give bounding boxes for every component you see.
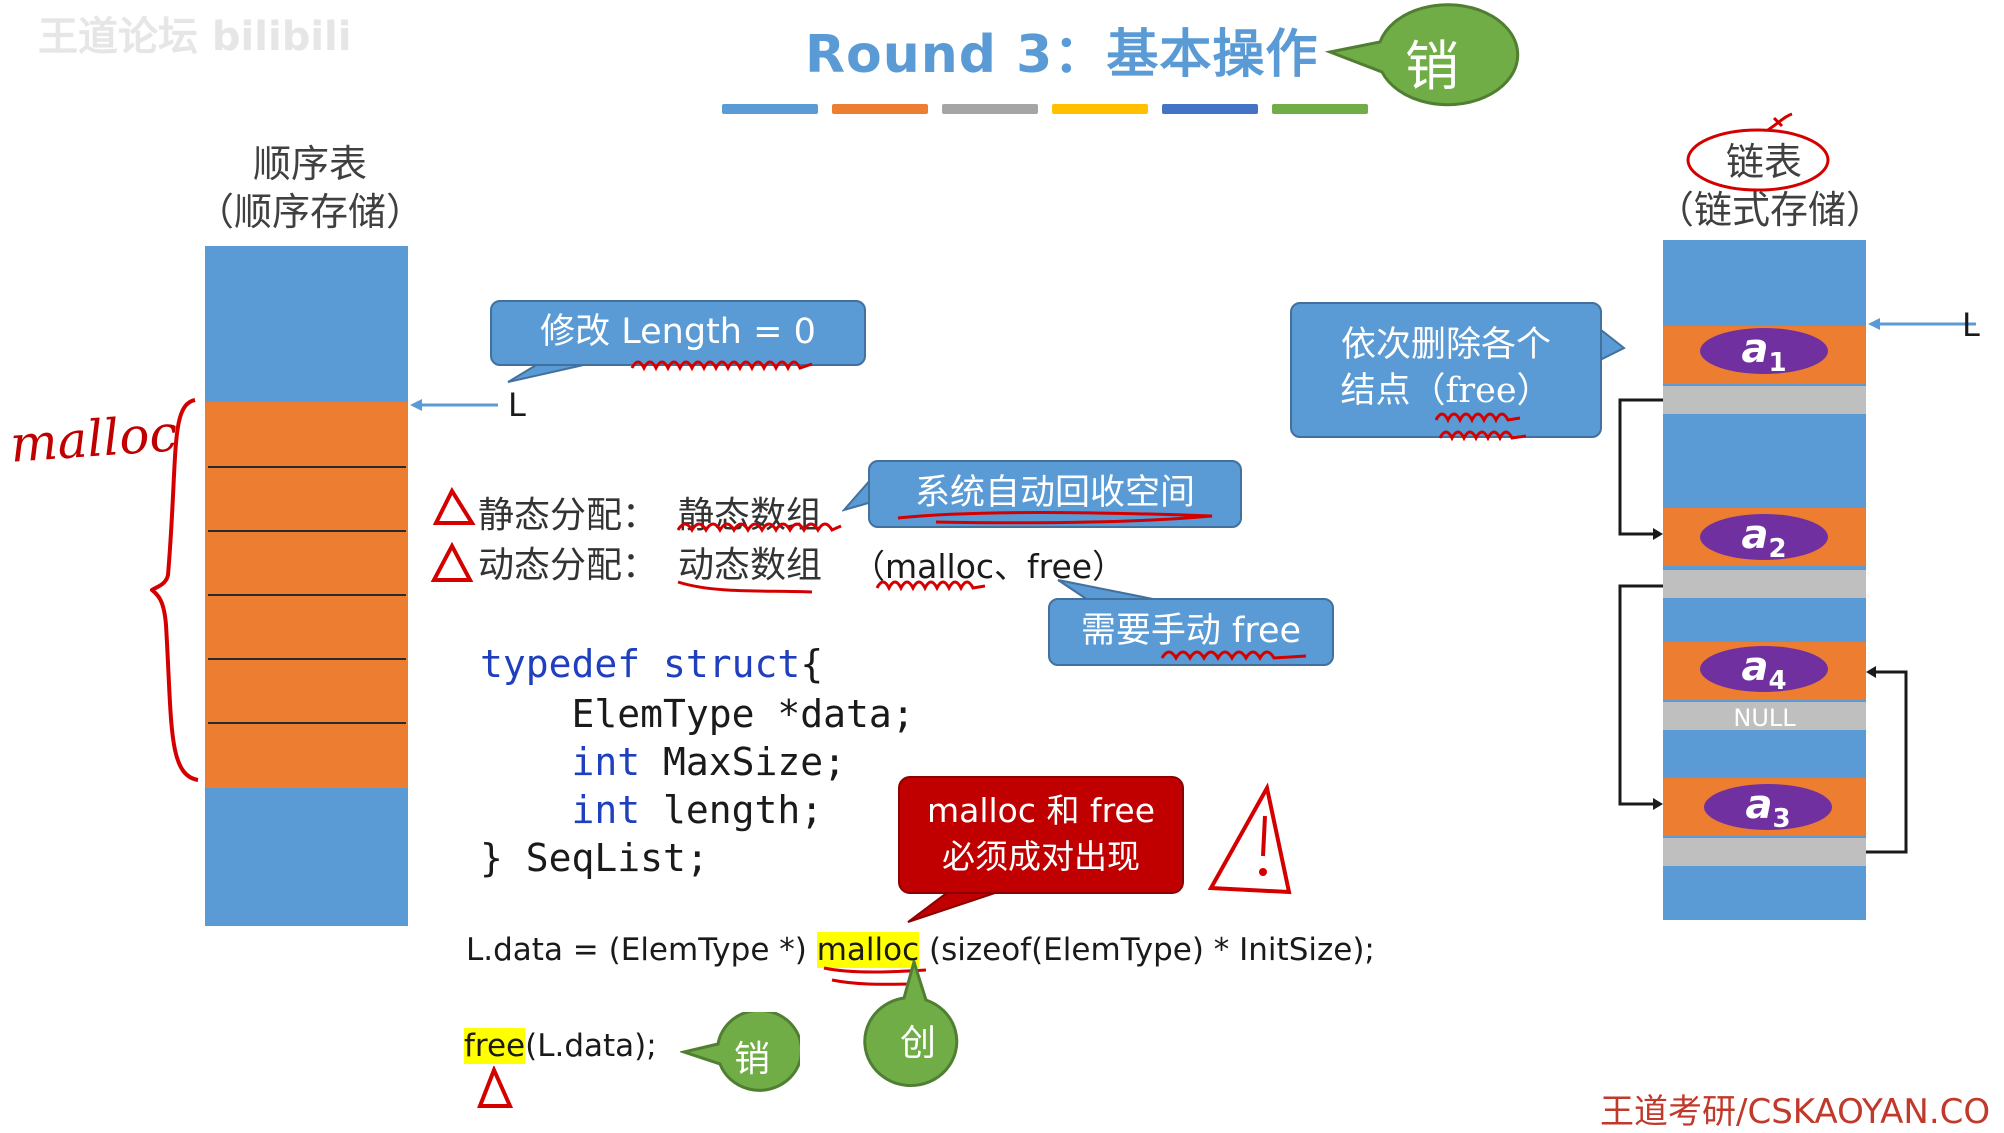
dynamic-allocation-label: 动态分配：	[478, 545, 659, 586]
destroy-bubble: 销	[680, 1012, 800, 1100]
field-length: length;	[640, 788, 824, 832]
handwritten-brace-icon	[150, 398, 199, 782]
handwritten-underline-icon	[677, 580, 813, 594]
handwritten-underline-icon	[1434, 412, 1527, 442]
delete-nodes-line-2: 结点（free）	[1340, 371, 1552, 411]
free-statement: free(L.data);	[464, 1028, 657, 1064]
pair-callout: malloc 和 free 必须成对出现	[896, 776, 1186, 926]
link-title: 链表	[1725, 140, 1802, 184]
triangle-mark-icon	[432, 487, 476, 525]
keyword-typedef: typedef	[480, 642, 641, 686]
dynamic-allocation-extra: （malloc、free）	[852, 547, 1126, 586]
keyword-int: int	[571, 788, 641, 832]
handwritten-underline-icon	[875, 580, 986, 592]
code-line-2: ElemType *data;	[480, 692, 915, 736]
length-callout-box: 修改 Length = 0	[490, 300, 866, 366]
node-pointer-field	[1663, 570, 1866, 598]
handwritten-underline-icon	[630, 360, 813, 372]
node-label: a2	[1700, 514, 1828, 564]
code-line-1: typedef struct{	[480, 640, 823, 688]
triangle-mark-icon	[430, 542, 474, 582]
free-statement-suffix: (L.data);	[525, 1028, 657, 1064]
watermark: 王道论坛 bilibili	[38, 14, 352, 60]
handwritten-underline-icon	[1160, 650, 1307, 661]
handwritten-circle-icon	[1686, 112, 1830, 192]
field-maxsize: MaxSize;	[640, 740, 847, 784]
seq-cell-divider	[208, 594, 406, 596]
static-allocation-label: 静态分配：	[478, 495, 659, 536]
speech-bubble-icon	[680, 1012, 800, 1092]
seq-subtitle: （顺序存储）	[195, 190, 424, 234]
color-bar	[832, 104, 928, 114]
keyword-struct: struct	[663, 642, 801, 686]
title-bubble: 销	[1320, 0, 1520, 112]
seq-cell-divider	[208, 530, 406, 532]
code-line-4: int length;	[480, 786, 824, 834]
destroy-bubble-text: 销	[734, 1039, 771, 1080]
link-subtitle: （链式存储）	[1655, 188, 1884, 232]
create-bubble: 创	[860, 960, 970, 1090]
malloc-statement-suffix: (sizeof(ElemType) * InitSize);	[919, 932, 1375, 968]
code-brace: {	[800, 642, 824, 686]
triangle-mark-icon	[477, 1066, 514, 1108]
seq-cell-divider	[208, 466, 406, 468]
color-bar	[1272, 104, 1368, 114]
handwritten-underline-icon	[897, 511, 1213, 525]
color-bar	[1052, 104, 1148, 114]
title-bubble-text: 销	[1405, 35, 1459, 98]
link-pointer-label: L	[1962, 306, 1980, 344]
length-callout: 修改 Length = 0	[488, 300, 868, 384]
node-label: a1	[1700, 328, 1828, 378]
color-bar	[722, 104, 818, 114]
pair-callout-line-2: 必须成对出现	[942, 837, 1140, 876]
pair-callout-box: malloc 和 free 必须成对出现	[898, 776, 1184, 894]
dynamic-allocation-value: 动态数组	[678, 545, 823, 586]
node-pointer-field	[1663, 702, 1866, 730]
code-line-3: int MaxSize;	[480, 738, 847, 786]
malloc-statement: L.data = (ElemType *) malloc (sizeof(Ele…	[466, 932, 1375, 968]
create-bubble-text: 创	[900, 1023, 937, 1064]
node-label: a4	[1700, 646, 1828, 696]
seq-title: 顺序表	[252, 142, 367, 186]
color-bars	[722, 104, 1368, 114]
footer-brand: 王道考研/CSKAOYAN.CO	[1600, 1092, 1991, 1132]
node-pointer-field	[1663, 838, 1866, 866]
keyword-int: int	[571, 740, 641, 784]
seq-cell-divider	[208, 658, 406, 660]
slide-title: Round 3：基本操作	[805, 25, 1319, 85]
handwritten-underline-icon	[676, 522, 842, 533]
speech-bubble-icon	[1324, 3, 1520, 107]
link-pointer-arrow-icon	[1868, 318, 1976, 330]
color-bar	[942, 104, 1038, 114]
null-label: NULL	[1733, 704, 1796, 732]
seq-pointer-label: L	[508, 386, 526, 424]
free-keyword: free	[464, 1028, 526, 1064]
malloc-statement-prefix: L.data = (ElemType *)	[466, 932, 817, 968]
pair-callout-line-1: malloc 和 free	[926, 791, 1156, 830]
seq-pointer-arrow-icon	[410, 399, 498, 411]
node-label: a3	[1704, 784, 1832, 834]
seq-cell-divider	[208, 722, 406, 724]
speech-bubble-icon	[863, 960, 959, 1088]
malloc-keyword: malloc	[816, 932, 920, 968]
node-pointer-field	[1663, 386, 1866, 414]
color-bar	[1162, 104, 1258, 114]
delete-nodes-line-1: 依次删除各个	[1340, 325, 1551, 365]
warning-triangle-icon	[1207, 782, 1292, 895]
code-line-5: } SeqList;	[480, 836, 709, 880]
link-arrows-icon	[1618, 398, 1908, 854]
